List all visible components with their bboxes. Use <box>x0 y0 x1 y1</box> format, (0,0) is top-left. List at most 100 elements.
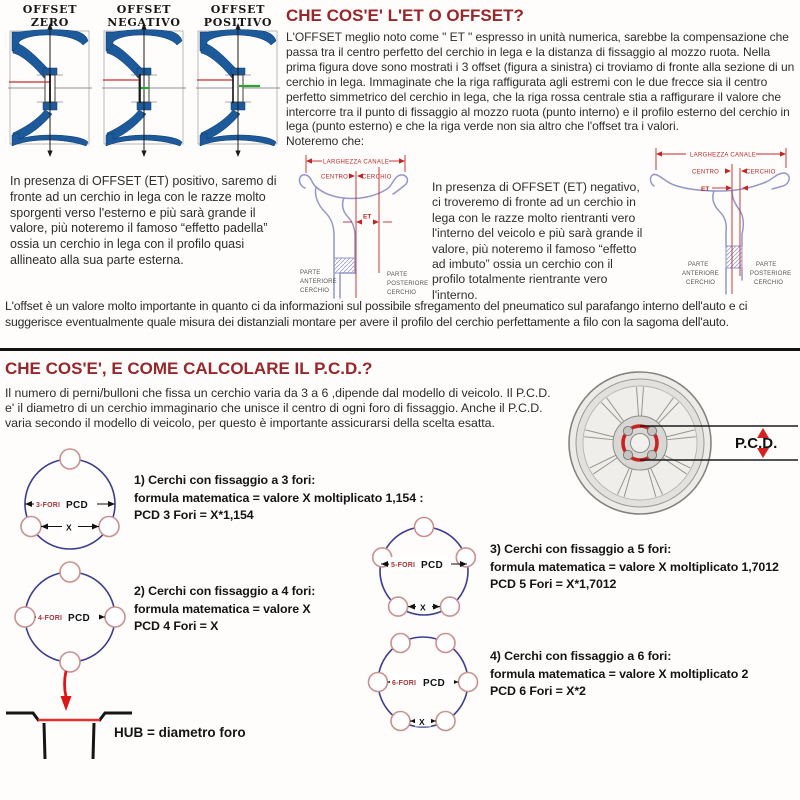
svg-text:PARTE: PARTE <box>756 262 776 268</box>
pcd-3-fori-diagram: 3-FORI PCD X <box>20 448 120 550</box>
mounting-pad-hatch <box>725 245 743 269</box>
svg-text:ANTERIORE: ANTERIORE <box>682 271 719 277</box>
label-parte-anteriore: PARTE ANTERIORE CERCHIO <box>300 270 337 294</box>
label-et: ET <box>701 186 709 193</box>
hub-cross-section-diagram <box>6 711 132 760</box>
axis-arrow-down <box>47 150 53 157</box>
offset-zero-title-line1: OFFSET <box>22 3 78 16</box>
svg-text:CERCHIO: CERCHIO <box>387 290 416 296</box>
rim-section-blue-shape <box>199 29 277 147</box>
axis-arrow-down <box>141 150 147 157</box>
wheel-cross-section-positivo-diagram <box>196 23 280 157</box>
svg-text:CERCHIO: CERCHIO <box>754 280 783 286</box>
axis-arrow-up <box>235 23 241 30</box>
formula-6-fori: 4) Cerchi con fissaggio a 6 fori: formul… <box>490 648 800 701</box>
fori-label: 3-FORI <box>36 502 60 509</box>
svg-text:ANTERIORE: ANTERIORE <box>300 279 337 285</box>
red-down-arrow-icon <box>60 670 72 711</box>
formula-line1: formula matematica = valore X moltiplica… <box>490 666 749 681</box>
pcd-arrow-label: P.C.D. <box>735 435 777 452</box>
formula-4-fori: 2) Cerchi con fissaggio a 4 fori: formul… <box>134 583 494 636</box>
formula-line2: PCD 6 Fori = X*2 <box>490 684 586 698</box>
formula-line2: PCD 5 Fori = X*1,7012 <box>490 577 617 591</box>
svg-text:CERCHIO: CERCHIO <box>686 280 715 286</box>
red-dimension-lines <box>305 155 406 298</box>
section-divider <box>0 348 800 351</box>
pcd-6-fori-diagram: 6-FORI PCD X <box>367 632 479 732</box>
offset-negativo-title-line2: NEGATIVO <box>107 16 181 29</box>
svg-text:CERCHIO: CERCHIO <box>300 288 329 294</box>
svg-text:PARTE: PARTE <box>387 272 407 278</box>
pcd-section-intro: Il numero di perni/bulloni che fissa un … <box>5 386 551 430</box>
offset-negative-paragraph: In presenza di OFFSET (ET) negativo, ci … <box>432 180 643 302</box>
offset-positivo-title-line1: OFFSET <box>210 3 266 16</box>
formula-line1: formula matematica = valore X moltiplica… <box>134 490 424 505</box>
svg-text:PARTE: PARTE <box>688 262 708 268</box>
formula-heading: 2) Cerchi con fissaggio a 4 fori: <box>134 584 316 598</box>
offset-intro-tail: Noteremo che: <box>286 134 365 149</box>
rim-section-blue-shape <box>11 29 89 147</box>
bolt-holes <box>622 425 658 461</box>
label-larghezza-canale: LARGHEZZA CANALE <box>323 160 389 166</box>
red-dimension-arrowheads <box>656 151 786 191</box>
offset-section-title: CHE COS'E' L'ET O OFFSET? <box>286 6 524 25</box>
svg-text:POSTERIORE: POSTERIORE <box>387 281 428 287</box>
label-cerchio: CERCHIO <box>362 175 392 181</box>
label-centro: CENTRO <box>321 175 348 181</box>
fori-label: 5-FORI <box>391 562 415 569</box>
red-dimension-lines <box>655 148 787 294</box>
offset-negativo-title-line1: OFFSET <box>116 3 172 16</box>
svg-text:POSTERIORE: POSTERIORE <box>750 271 791 277</box>
mounting-pad-hatch <box>333 257 356 274</box>
bolt-holes <box>371 516 477 617</box>
formula-heading: 3) Cerchi con fissaggio a 5 fori: <box>490 542 672 556</box>
svg-text:PARTE: PARTE <box>300 270 320 276</box>
formula-line2: PCD 3 Fori = X*1,154 <box>134 508 254 522</box>
pcd-label: PCD <box>68 613 90 624</box>
pcd-label: PCD <box>421 560 443 571</box>
formula-line2: PCD 4 Fori = X <box>134 619 219 633</box>
label-cerchio: CERCHIO <box>746 170 776 176</box>
pcd-label: PCD <box>423 678 445 689</box>
red-dimension-arrowheads <box>306 158 405 225</box>
wheel-spokes <box>584 386 696 497</box>
x-label: X <box>66 523 72 533</box>
rim-profile-negative-diagram: LARGHEZZA CANALE CENTRO CERCHIO ET PARTE… <box>649 148 791 295</box>
offset-section-intro: L'OFFSET meglio noto come " ET " espress… <box>286 30 798 149</box>
offset-zero-title: OFFSET ZERO <box>8 3 92 29</box>
label-parte-posteriore: PARTE POSTERIORE CERCHIO <box>387 272 428 296</box>
formula-heading: 1) Cerchi con fissaggio a 3 fori: <box>134 473 316 487</box>
wheel-cross-section-negativo-diagram <box>102 23 186 157</box>
formula-line1: formula matematica = valore X <box>134 601 311 616</box>
formula-line1: formula matematica = valore X moltiplica… <box>490 559 779 574</box>
offset-zero-title-line2: ZERO <box>30 16 70 29</box>
offset-positivo-title-line2: POSITIVO <box>203 16 273 29</box>
label-parte-anteriore: PARTE ANTERIORE CERCHIO <box>682 262 719 286</box>
axis-arrow-down <box>235 150 241 157</box>
offset-positive-paragraph: In presenza di OFFSET (ET) positivo, sar… <box>10 174 277 267</box>
alloy-wheel-pcd-illustration: P.C.D. <box>568 371 798 515</box>
wheel-cross-section-zero-diagram <box>8 23 92 157</box>
pcd-label: PCD <box>66 500 88 511</box>
formula-5-fori: 3) Cerchi con fissaggio a 5 fori: formul… <box>490 541 800 594</box>
label-parte-posteriore: PARTE POSTERIORE CERCHIO <box>750 262 791 286</box>
pcd-4-fori-diagram: 4-FORI PCD <box>14 561 126 673</box>
hub-caption: HUB = diametro foro <box>114 725 246 740</box>
offset-negativo-title: OFFSET NEGATIVO <box>102 3 186 29</box>
pcd-red-arrows <box>757 428 769 458</box>
fori-label: 6-FORI <box>392 680 416 687</box>
axis-arrow-up <box>141 23 147 30</box>
label-et: ET <box>363 214 371 221</box>
fori-label: 4-FORI <box>38 615 62 622</box>
formula-heading: 4) Cerchi con fissaggio a 6 fori: <box>490 649 672 663</box>
pcd-5-fori-diagram: 5-FORI PCD X <box>371 516 477 617</box>
offset-intro-text: L'OFFSET meglio noto come " ET " espress… <box>286 30 795 134</box>
label-larghezza-canale: LARGHEZZA CANALE <box>690 153 756 159</box>
label-centro: CENTRO <box>692 170 719 176</box>
offset-closing-paragraph: L'offset è un valore molto importante in… <box>5 299 748 329</box>
offset-positivo-title: OFFSET POSITIVO <box>196 3 280 29</box>
x-label: X <box>419 717 425 727</box>
rim-profile-outline <box>298 174 409 299</box>
rim-profile-positive-diagram: LARGHEZZA CANALE CENTRO CERCHIO ET PARTE… <box>298 155 428 299</box>
